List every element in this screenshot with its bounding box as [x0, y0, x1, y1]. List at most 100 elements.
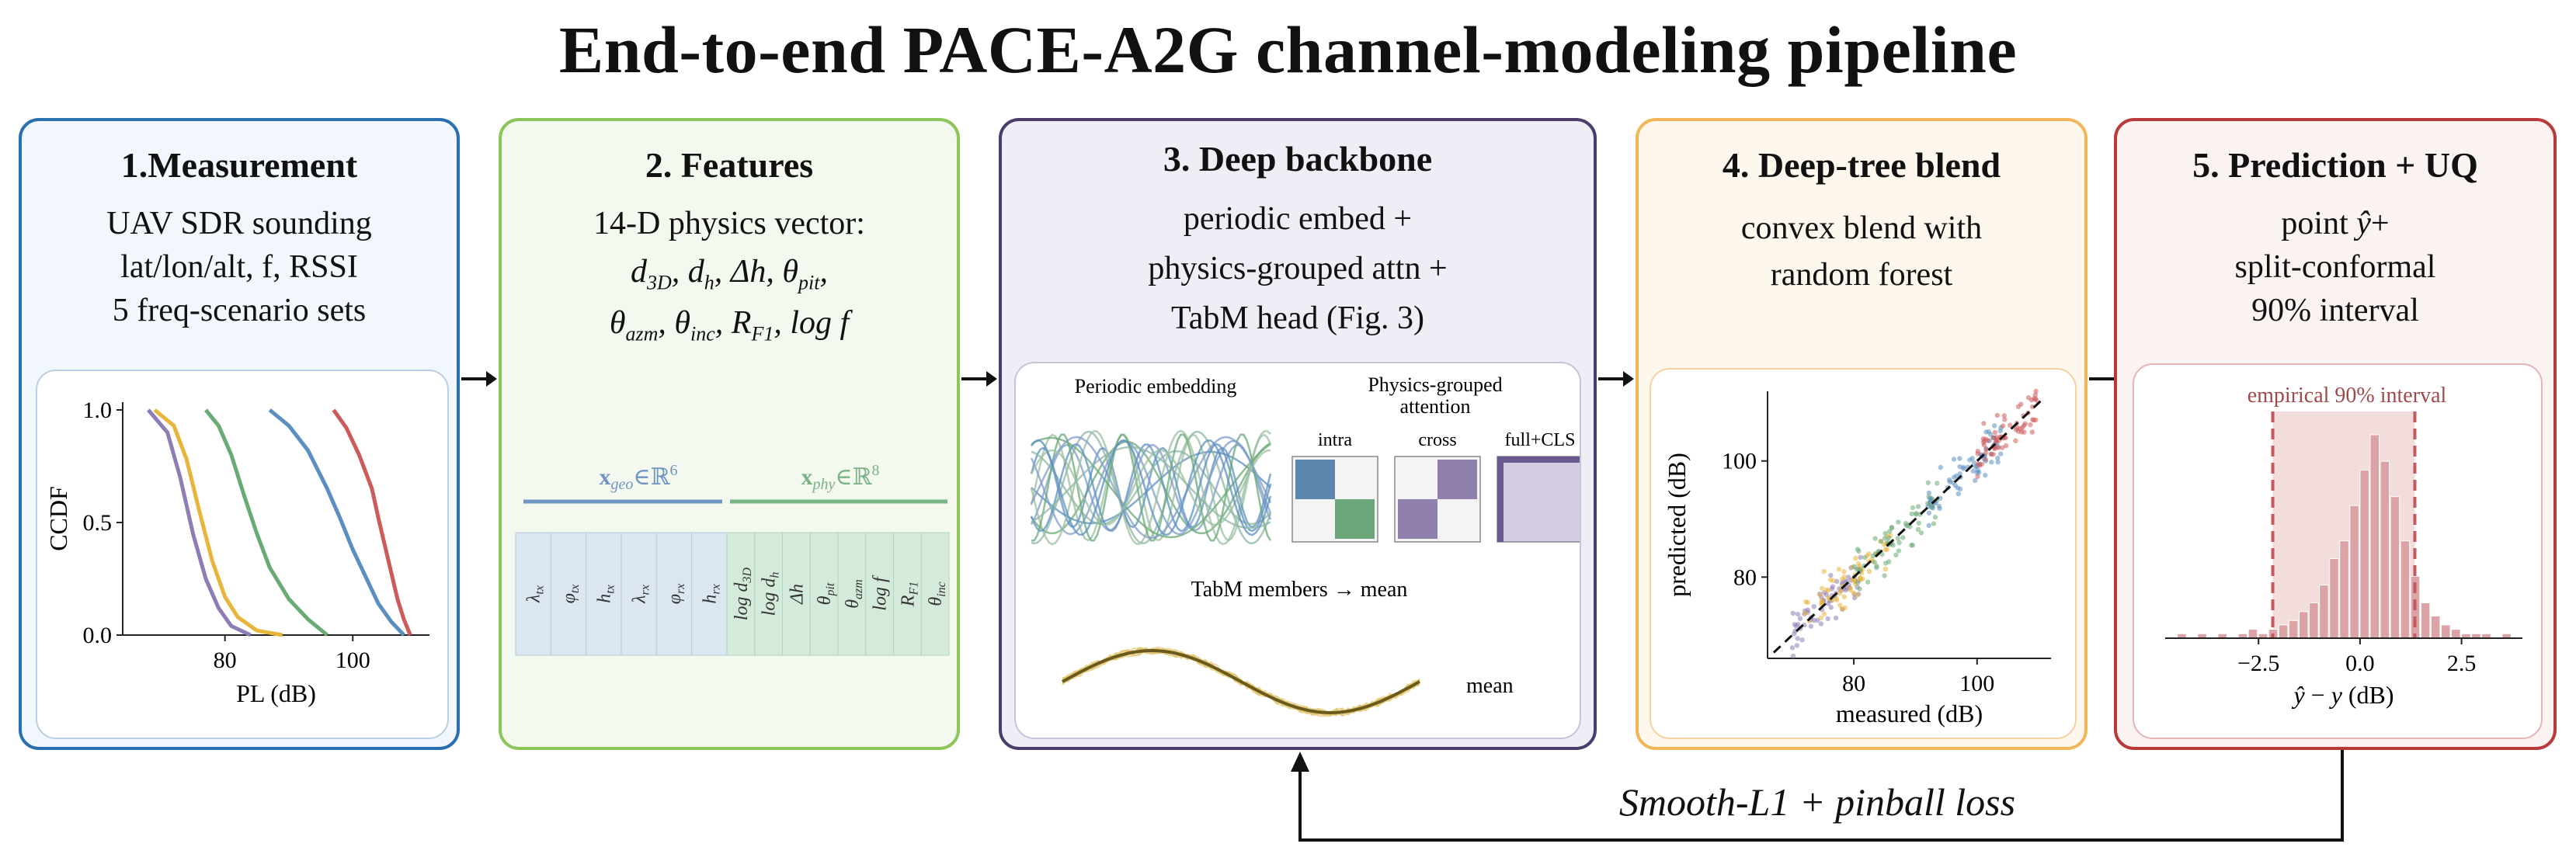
attention-cls-col [1497, 457, 1504, 542]
scatter-point [1790, 653, 1796, 659]
scatter-point [1820, 598, 1825, 603]
ccdf-series-3 [204, 408, 329, 637]
x-tick-label: 0.0 [2345, 651, 2375, 676]
phy-feature-label: log d3D [732, 567, 754, 620]
scatter-point [1797, 616, 1803, 621]
attention-block [1398, 499, 1437, 539]
scatter-point [1882, 561, 1889, 566]
panel-line: split-conformal [2234, 249, 2436, 285]
scatter-point [2025, 395, 2032, 401]
scatter-point [1900, 535, 1906, 540]
scatter-point [1828, 572, 1834, 578]
scatter-point [2000, 445, 2005, 450]
scatter-point [1886, 529, 1893, 534]
scatter-point [1991, 423, 1997, 429]
scatter-point [1795, 636, 1800, 641]
scatter-point [1882, 573, 1887, 578]
scatter-point [2033, 388, 2039, 394]
scatter-point [1817, 592, 1823, 598]
panel-features: 2. Features 14-D physics vector: d3D, dh… [499, 118, 960, 750]
scatter-point [1821, 611, 1827, 617]
scatter-point [1889, 525, 1895, 531]
geo-label: xgeo∈ℝ6 [599, 462, 677, 493]
x-tick-label: 2.5 [2447, 651, 2477, 676]
scatter-point [1960, 466, 1966, 471]
periodic-wave [1030, 436, 1272, 540]
panel-line: 5 freq-scenario sets [112, 293, 367, 328]
scatter-point [1989, 460, 1994, 465]
panel-deep-backbone: 3. Deep backbone periodic embed + physic… [999, 118, 1597, 750]
scatter-point [1983, 450, 1988, 456]
phy-label: xphy∈ℝ8 [801, 462, 879, 493]
scatter-point [1794, 643, 1799, 648]
scatter-point [1938, 464, 1944, 470]
scatter-point [1857, 586, 1862, 592]
geo-feature-label: hrx [700, 584, 722, 603]
scatter-point [1818, 621, 1824, 627]
loss-label: Smooth-L1 + pinball loss [1618, 780, 2016, 824]
scatter-point [1837, 602, 1843, 608]
attention-block [1437, 460, 1477, 499]
periodic-wave [1030, 440, 1271, 535]
scatter-point [1882, 547, 1888, 552]
scatter-point [1926, 523, 1931, 529]
periodic-wave [1030, 433, 1272, 542]
panel-deep-tree-blend: 4. Deep-tree blend convex blend with ran… [1636, 118, 2088, 750]
scatter-point [1928, 495, 1933, 502]
scatter-point [2015, 404, 2022, 410]
scatter-point [2022, 421, 2028, 426]
panel-line: 90% interval [2251, 293, 2419, 328]
scatter-point [1839, 606, 1845, 612]
scatter-point [1872, 536, 1878, 541]
mean-label: mean [1466, 674, 1514, 698]
periodic-embedding-label: Periodic embedding [1075, 375, 1237, 398]
periodic-wave [1031, 433, 1272, 542]
scatter-point [2015, 425, 2020, 431]
periodic-wave [1030, 449, 1271, 526]
panel-title: 3. Deep backbone [1163, 139, 1433, 179]
scatter-point [1896, 519, 1901, 525]
scatter-point [1915, 526, 1921, 533]
scatter-point [1926, 510, 1932, 516]
geo-feature-cell [691, 532, 728, 656]
scatter-point [1882, 536, 1888, 541]
scatter-point [1833, 615, 1839, 621]
panel-line: TabM head (Fig. 3) [1171, 300, 1424, 336]
scatter-point [1983, 446, 1989, 452]
scatter-point [2000, 423, 2006, 429]
arrow-3-4 [1598, 371, 1634, 387]
phy-feature-label: θpit [815, 582, 837, 605]
geo-feature-label: λtx [524, 585, 547, 603]
scatter-point [1858, 575, 1863, 581]
tabm-label: TabM members → mean [1191, 578, 1408, 602]
scatter-point [1983, 457, 1988, 462]
scatter-point [1879, 539, 1884, 544]
page-title: End-to-end PACE-A2G channel-modeling pip… [558, 12, 2018, 87]
scatter-point [2008, 422, 2013, 428]
scatter-point [1935, 481, 1940, 486]
y-axis-label: predicted (dB) [1663, 453, 1691, 597]
panel-line: random forest [1770, 257, 1953, 293]
scatter-point [1995, 460, 2001, 465]
x-tick-label: 100 [1959, 671, 1994, 696]
scatter-point [1992, 429, 1998, 436]
scatter-point [1986, 429, 1991, 435]
arrow-1-2 [461, 371, 497, 387]
phy-feature-cell [837, 532, 867, 656]
scatter-point [1995, 455, 2001, 461]
scatter-point [1862, 554, 1868, 561]
scatter-point [1926, 490, 1932, 496]
tabm-member-curve [1062, 647, 1420, 717]
ccdf-series-1 [147, 408, 252, 637]
scatter-point [1853, 555, 1858, 561]
scatter-point [1834, 578, 1840, 585]
attention-cls-row [1497, 457, 1580, 463]
phy-feature-cell [726, 532, 756, 656]
attention-type-label: full+CLS [1505, 430, 1576, 450]
scatter-point [1841, 568, 1847, 575]
panel-line: UAV SDR sounding [106, 206, 372, 241]
